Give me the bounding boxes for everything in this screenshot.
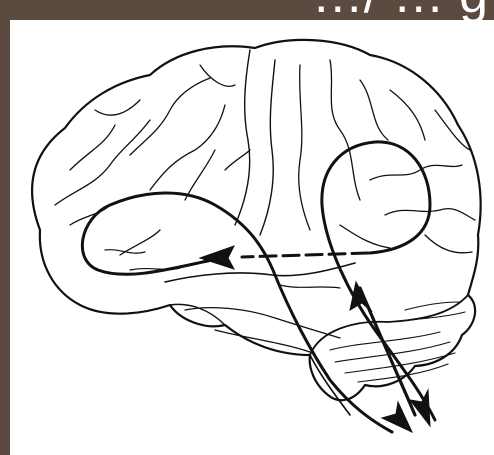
slide-title-cropped: …/ … g — [0, 0, 494, 20]
lateral-sulcus — [165, 263, 355, 282]
cerebellum — [310, 295, 468, 355]
brainstem — [310, 355, 350, 415]
pathway-rear-loop — [322, 142, 435, 420]
brain-diagram — [10, 20, 494, 455]
arrowhead-left — [200, 246, 234, 269]
diagram-panel — [10, 20, 494, 455]
dashed-connector — [242, 253, 368, 257]
brain-outline — [32, 40, 481, 400]
